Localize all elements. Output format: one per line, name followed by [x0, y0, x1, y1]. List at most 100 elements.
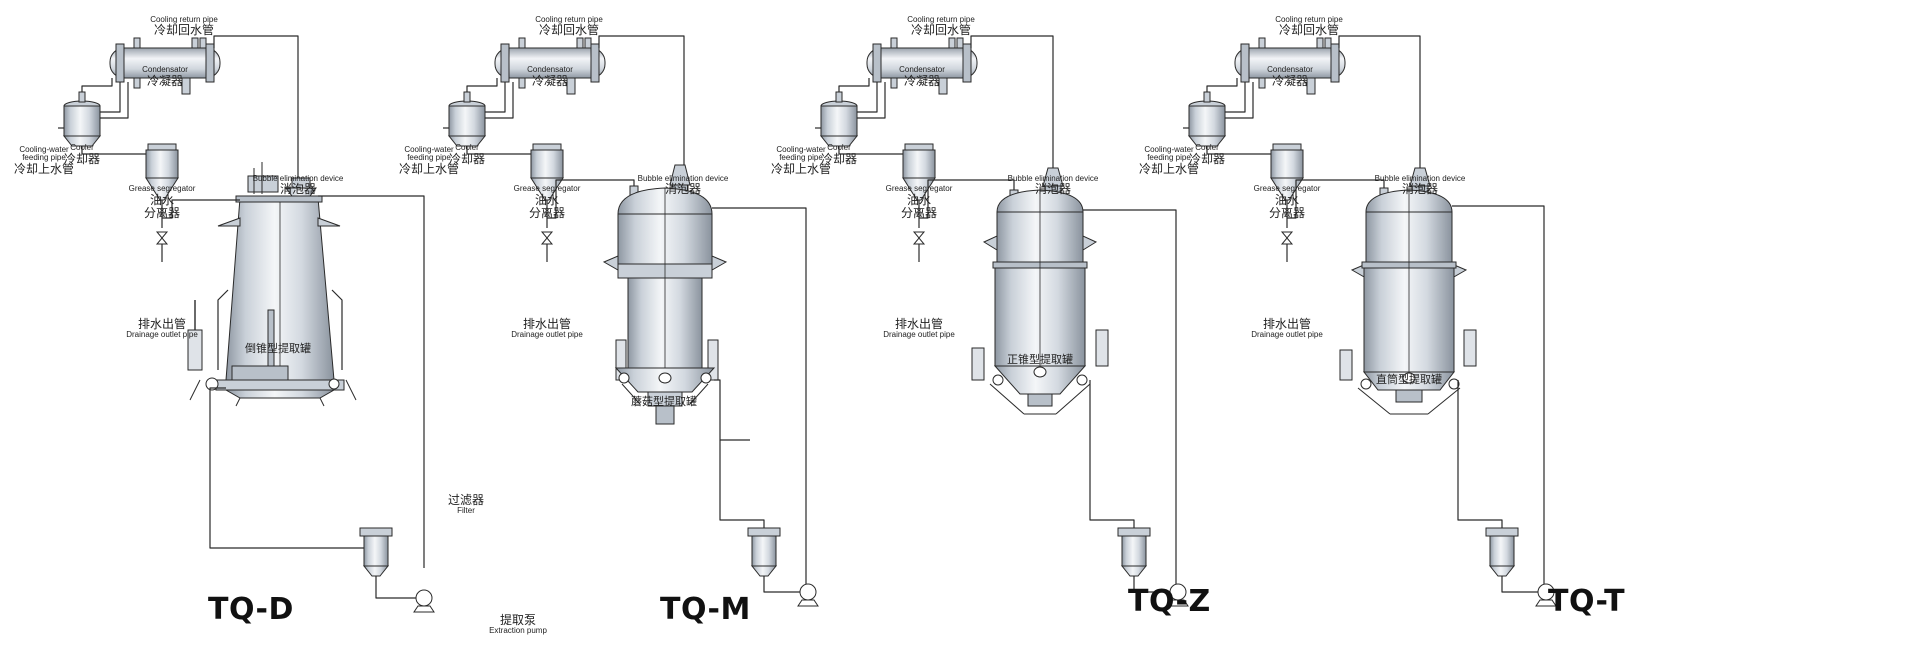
cooling-return-pipe-label-line: Cooling return pipe: [1275, 15, 1343, 24]
unit-tq-z: [815, 35, 1189, 607]
cooling-return-pipe-label-line: 冷却回水管: [153, 23, 215, 38]
bubble-elimination-device-label-line: Bubble elimination device: [252, 174, 344, 183]
condenser-label-line: Condensator: [899, 65, 945, 74]
grease-segregator: [530, 143, 564, 201]
grease-segregator-label-line: 分离器: [1268, 205, 1306, 220]
cooler-label-line: 冷却器: [1188, 151, 1226, 166]
unit-tq-d: [58, 35, 435, 613]
cooling-return-pipe-label-line: 冷却回水管: [1278, 23, 1340, 38]
condenser-label-line: Condensator: [1267, 65, 1313, 74]
grease-segregator-label-line: Grease segregator: [513, 184, 581, 193]
cooling-water-feeding-pipe-label-line: feeding pipe: [1147, 153, 1191, 163]
extraction-tank: [602, 164, 728, 425]
extraction-pump: [797, 583, 819, 607]
condenser-label-line: 冷凝器: [1271, 73, 1308, 88]
model-label: TQ-D: [208, 592, 294, 627]
tank-type-label: 直筒型提取罐: [1376, 373, 1442, 386]
cooling-return-pipe-label-line: Cooling return pipe: [150, 15, 218, 24]
cooler: [62, 91, 102, 147]
condenser-label-line: 冷凝器: [903, 73, 940, 88]
cooling-return-pipe-label-line: 冷却回水管: [910, 23, 972, 38]
cooler-label-line: 冷却器: [63, 151, 101, 166]
cooling-water-feeding-pipe-label-line: Cooling-water: [1144, 145, 1194, 154]
cooling-water-feeding-pipe-label-line: 冷却上水管: [771, 161, 832, 176]
bubble-elimination-device-label-line: 消泡器: [1401, 182, 1439, 197]
cooling-water-feeding-pipe-label-line: feeding pipe: [407, 153, 451, 163]
cooling-return-pipe-label-line: Cooling return pipe: [535, 15, 603, 24]
grease-segregator-label-line: 油水: [534, 192, 560, 207]
extraction-pump-label-line: 提取泵: [499, 613, 536, 627]
unit-tq-m: [443, 35, 819, 607]
bubble-elimination-device-label-line: 消泡器: [279, 182, 317, 197]
grease-segregator-label-line: 油水: [149, 192, 175, 207]
drainage-outlet-pipe-label-line: Drainage outlet pipe: [883, 329, 955, 339]
cooler-label-line: 冷却器: [820, 151, 858, 166]
condenser-label-line: 冷凝器: [531, 73, 568, 88]
filter: [1485, 527, 1519, 577]
cooler: [447, 91, 487, 147]
drainage-outlet-pipe-label-line: Drainage outlet pipe: [1251, 329, 1323, 339]
bubble-elimination-device-label-line: Bubble elimination device: [637, 174, 729, 183]
grease-segregator-label-line: 油水: [906, 192, 932, 207]
grease-segregator-label-line: 油水: [1274, 192, 1300, 207]
filter: [747, 527, 781, 577]
model-label: TQ-T: [1548, 584, 1626, 619]
drainage-outlet-pipe-label-line: 排水出管: [894, 317, 944, 331]
cooling-return-pipe-label-line: Cooling return pipe: [907, 15, 975, 24]
cooler-label-line: Cooler: [70, 143, 94, 152]
cooling-water-feeding-pipe-label-line: feeding pipe: [779, 153, 823, 163]
cooling-water-feeding-pipe-label-line: Cooling-water: [404, 145, 454, 154]
tank-type-label: 蘑菇型提取罐: [631, 395, 697, 408]
model-label: TQ-Z: [1128, 584, 1211, 619]
cooling-return-pipe-label-line: 冷却回水管: [538, 23, 600, 38]
grease-segregator-label-line: Grease segregator: [885, 184, 953, 193]
cooler: [1187, 91, 1227, 147]
extraction-pump: [1535, 583, 1557, 607]
cooler-label-line: Cooler: [455, 143, 479, 152]
bubble-elimination-device-label-line: 消泡器: [664, 182, 702, 197]
cooling-water-feeding-pipe-label-line: Cooling-water: [776, 145, 826, 154]
grease-segregator: [145, 143, 179, 201]
condenser: [866, 37, 978, 95]
grease-segregator-label-line: Grease segregator: [128, 184, 196, 193]
extraction-pump: [1167, 583, 1189, 607]
extraction-pump-label-line: Extraction pump: [489, 625, 547, 635]
condenser-label-line: Condensator: [527, 65, 573, 74]
filter-label-line: Filter: [457, 505, 475, 515]
condenser: [494, 37, 606, 95]
model-label: TQ-M: [660, 592, 751, 627]
tank-type-label: 正锥型提取罐: [1007, 353, 1073, 366]
grease-segregator: [1270, 143, 1304, 201]
bubble-elimination-device-label-line: Bubble elimination device: [1374, 174, 1466, 183]
unit-tq-t: [1183, 35, 1557, 607]
drainage-outlet-pipe-label-line: Drainage outlet pipe: [126, 329, 198, 339]
condenser-label-line: Condensator: [142, 65, 188, 74]
cooling-water-feeding-pipe-label-line: feeding pipe: [22, 153, 66, 163]
grease-segregator-label-line: 分离器: [900, 205, 938, 220]
condenser-label-line: 冷凝器: [146, 73, 183, 88]
filter-label-line: 过滤器: [448, 493, 485, 507]
